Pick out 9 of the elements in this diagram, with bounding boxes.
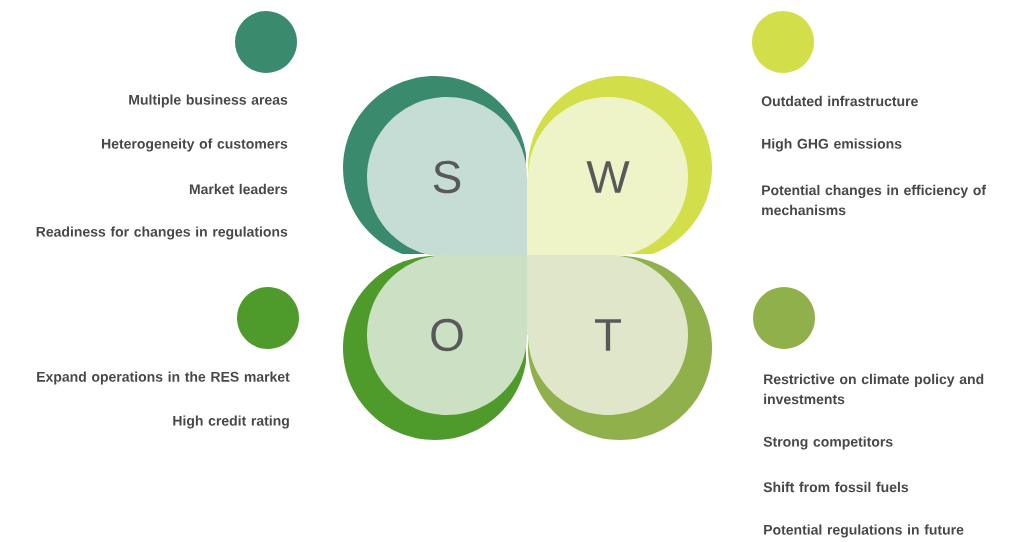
bullet-text: Heterogeneity of customers [102,138,288,152]
bullet-text: Strong competitors [763,436,893,450]
bullet-text: Readiness for changes in regulations [36,226,288,240]
bullet-text: Market leaders [189,183,288,195]
bullet-text: Potential changes in efficiency of mechanisms [762,184,987,216]
bullet-text: Shift from fossil fuels [763,481,909,493]
bullet-text: High credit rating [173,415,289,429]
bullet-text: High GHG emissions [762,138,902,152]
bullet-text: Potential regulations in future [764,524,964,538]
